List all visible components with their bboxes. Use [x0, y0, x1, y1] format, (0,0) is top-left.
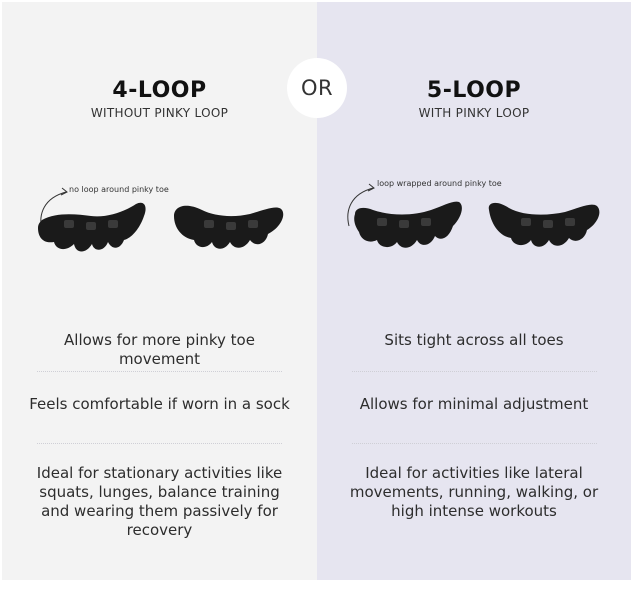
right-title: 5-LOOP	[426, 78, 522, 103]
or-badge: OR	[287, 58, 347, 118]
left-heading: 4-LOOP WITHOUT PINKY LOOP	[2, 78, 317, 120]
left-benefit-2: Feels comfortable if worn in a sock	[29, 395, 290, 413]
curved-arrow-icon	[347, 183, 375, 227]
left-benefit-1: Allows for more pinky toe movement	[64, 331, 255, 368]
right-heading: 5-LOOP WITH PINKY LOOP	[317, 78, 631, 120]
left-annotation: no loop around pinky toe	[69, 185, 169, 194]
left-toe-separator-image	[38, 202, 284, 252]
right-annotation: loop wrapped around pinky toe	[377, 179, 502, 188]
right-benefit-1: Sits tight across all toes	[384, 331, 564, 349]
left-divider-1	[37, 371, 282, 372]
right-benefit-2: Allows for minimal adjustment	[359, 395, 589, 413]
left-divider-2	[37, 443, 282, 444]
right-benefit-3: Ideal for activities like lateral moveme…	[349, 464, 599, 520]
left-panel-4-loop: 4-LOOP WITHOUT PINKY LOOP no loop around…	[2, 2, 317, 580]
right-divider-2	[352, 443, 597, 444]
left-benefit-3: Ideal for stationary activities like squ…	[36, 464, 283, 539]
right-subtitle: WITH PINKY LOOP	[418, 106, 530, 120]
right-divider-1	[352, 371, 597, 372]
right-panel-5-loop: 5-LOOP WITH PINKY LOOP loop wrapped arou…	[317, 2, 631, 580]
left-subtitle: WITHOUT PINKY LOOP	[90, 106, 229, 120]
right-toe-separator-image	[354, 201, 600, 248]
left-title: 4-LOOP	[112, 78, 207, 103]
